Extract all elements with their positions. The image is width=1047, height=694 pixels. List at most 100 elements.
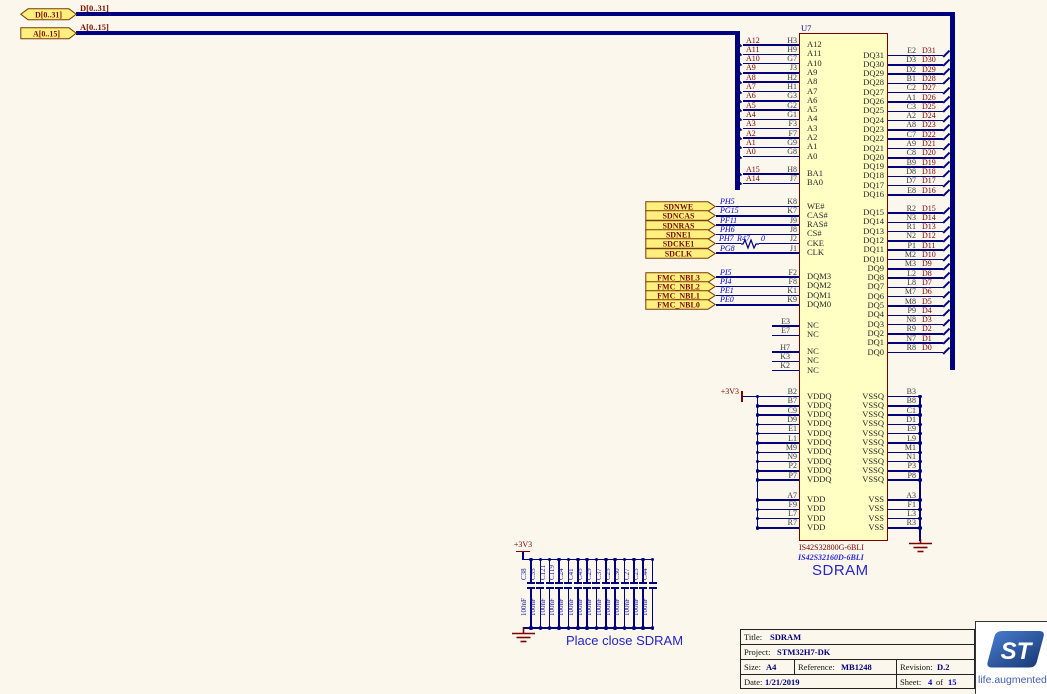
pin-number: H7 <box>780 342 790 352</box>
capacitor-plate[interactable] <box>648 587 657 589</box>
chip-pin-name: VDDQ <box>807 464 832 475</box>
capacitor-plate[interactable] <box>573 582 582 584</box>
address-bus-vertical[interactable] <box>735 30 740 190</box>
port-SDCLK[interactable]: SDCLK <box>645 247 717 259</box>
port-SDNRAS[interactable]: SDNRAS <box>645 219 717 231</box>
wire <box>758 460 799 463</box>
capacitor-plate[interactable] <box>583 587 592 589</box>
chip-pin-name: CKE <box>807 237 824 248</box>
power-label[interactable]: +3V3 <box>720 387 739 396</box>
port-D[0..31][interactable]: D[0..31] <box>19 8 78 21</box>
wire <box>716 205 799 208</box>
chip-pin-name: DQ20 <box>863 151 884 162</box>
capacitor-plate[interactable] <box>620 582 629 584</box>
wire <box>888 166 943 168</box>
pin-number: K9 <box>787 295 797 305</box>
net-label: D12 <box>922 231 936 241</box>
net-label: R47 <box>737 234 750 244</box>
capacitor-plate[interactable] <box>611 587 620 589</box>
port-FMC_NBL3[interactable]: FMC_NBL3 <box>645 271 717 283</box>
pin-number: P2 <box>788 461 797 471</box>
wire <box>888 64 943 66</box>
wire <box>743 173 799 175</box>
port-SDCKE1[interactable]: SDCKE1 <box>645 238 717 249</box>
bus-entry <box>941 142 950 150</box>
capacitor-plate[interactable] <box>564 582 573 584</box>
junction-dot <box>604 626 608 630</box>
capacitor-plate[interactable] <box>648 582 657 584</box>
capacitor-plate[interactable] <box>536 582 545 584</box>
ground-symbol[interactable] <box>907 539 934 555</box>
chip-pin-name: VSSQ <box>862 464 884 475</box>
port-SDNCAS[interactable]: SDNCAS <box>645 210 717 221</box>
capacitor-plate[interactable] <box>592 582 601 584</box>
capacitor-plate[interactable] <box>611 582 620 584</box>
wire <box>758 442 799 444</box>
pin-number: C8 <box>906 148 916 158</box>
ground-symbol[interactable] <box>510 627 537 647</box>
net-label: D26 <box>922 92 936 102</box>
capacitor-plate[interactable] <box>620 587 629 589</box>
port-FMC_NBL2[interactable]: FMC_NBL2 <box>645 281 717 292</box>
wire <box>716 304 799 306</box>
capacitor-plate[interactable] <box>573 587 582 589</box>
bus-entry <box>735 169 743 176</box>
data-bus-vertical[interactable] <box>950 11 955 370</box>
capacitor-plate[interactable] <box>583 582 592 584</box>
bus-entry <box>941 58 950 67</box>
junction-dot <box>622 626 627 630</box>
power-label[interactable]: +3V3 <box>513 540 533 549</box>
address-bus-horizontal[interactable] <box>76 30 740 36</box>
wire <box>743 53 799 56</box>
wire <box>888 147 943 150</box>
net-label: PI5 <box>720 267 732 277</box>
capacitor-designator: C29 <box>585 568 594 580</box>
capacitor-plate[interactable] <box>527 587 535 589</box>
chip-pin-name: A1 <box>807 141 818 152</box>
capacitor-plate[interactable] <box>545 587 554 589</box>
port-A[0..15][interactable]: A[0..15] <box>20 27 78 40</box>
wire <box>888 175 943 178</box>
chip-pin-name: DQ6 <box>867 290 884 301</box>
port-SDNE1[interactable]: SDNE1 <box>645 229 717 240</box>
port-FMC_NBL0[interactable]: FMC_NBL0 <box>645 299 717 311</box>
pin-number: K2 <box>780 361 790 371</box>
capacitor-plate[interactable] <box>555 587 564 589</box>
wire <box>888 314 943 317</box>
power-bar <box>516 550 530 553</box>
sdram-chip-body[interactable] <box>799 33 888 541</box>
capacitor-plate[interactable] <box>527 582 535 584</box>
pin-number: F2 <box>788 267 797 277</box>
pin-number: M7 <box>904 287 916 297</box>
port-shape <box>19 8 78 20</box>
capacitor-plate[interactable] <box>536 587 545 589</box>
capacitor-plate[interactable] <box>601 582 610 584</box>
pin-number: F1 <box>907 499 916 509</box>
port-SDNWE[interactable]: SDNWE <box>645 201 717 212</box>
capacitor-plate[interactable] <box>629 582 638 584</box>
wire <box>586 588 588 628</box>
port-FMC_NBL1[interactable]: FMC_NBL1 <box>645 290 717 301</box>
capacitor-plate[interactable] <box>629 587 638 589</box>
resistor-symbol[interactable] <box>741 237 759 250</box>
capacitor-plate[interactable] <box>592 587 601 589</box>
bus-entry <box>735 178 743 186</box>
capacitor-plate[interactable] <box>555 582 564 584</box>
capacitor-plate[interactable] <box>564 587 573 589</box>
capacitor-plate[interactable] <box>545 582 554 584</box>
capacitor-plate[interactable] <box>639 582 648 584</box>
wire <box>888 470 920 472</box>
capacitor-plate[interactable] <box>601 587 610 589</box>
net-label: D21 <box>922 139 936 148</box>
bus-entry <box>941 133 950 141</box>
bus-entry <box>941 123 950 132</box>
port-label: SDNCAS <box>662 212 695 221</box>
wire <box>743 118 799 121</box>
capacitor-value: 100nF <box>613 598 622 616</box>
capacitor-plate[interactable] <box>639 587 648 589</box>
pin-number: K1 <box>787 286 797 296</box>
pin-number: H2 <box>787 72 797 82</box>
capacitor-value: 100nF <box>529 598 538 616</box>
data-bus-horizontal[interactable] <box>76 11 954 17</box>
